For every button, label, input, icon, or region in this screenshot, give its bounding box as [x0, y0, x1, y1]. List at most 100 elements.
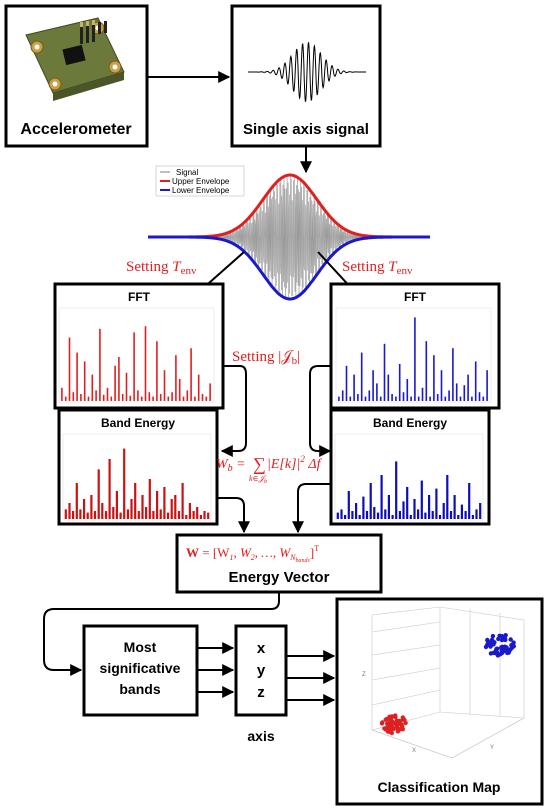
band-right-node: Band Energy	[329, 408, 491, 526]
scatter-point-blue	[502, 636, 508, 641]
legend-signal: Signal	[176, 168, 198, 177]
band-right-bar	[420, 480, 423, 519]
scatter-point-red	[382, 726, 387, 731]
scatter-point-red	[393, 713, 398, 718]
scatter-cluster-blue	[483, 633, 516, 658]
fft-right-bar	[482, 396, 485, 401]
band-right-bar	[464, 511, 467, 519]
most-significative-node: Most significative bands	[82, 624, 199, 717]
band-right-bar	[347, 491, 350, 519]
fft-right-bar	[478, 392, 481, 401]
fft-right-bar	[425, 341, 428, 401]
band-left-bar	[152, 511, 155, 519]
band-left-bar	[203, 511, 206, 519]
fft-right-bar	[368, 390, 371, 401]
band-right-bar	[479, 503, 482, 519]
fft-left-bar	[87, 396, 90, 401]
scatter-point-blue	[500, 644, 505, 649]
fft-right-bar	[357, 394, 359, 401]
fft-right-bar	[402, 392, 405, 401]
fft-right-bar	[360, 352, 363, 401]
band-right-bar	[438, 515, 442, 519]
fft-left-bar	[140, 396, 143, 401]
band-left-bar	[134, 483, 137, 519]
fft-right-bar	[383, 343, 386, 401]
fft-left-bar	[91, 374, 94, 401]
fft-left-bar	[99, 328, 101, 401]
arrow-fft-left-to-band-left	[220, 365, 247, 457]
band-right-bar	[344, 515, 347, 519]
band-left-bar	[188, 503, 191, 519]
fft-left-bar	[175, 355, 177, 401]
fft-right-bar	[474, 361, 477, 401]
arrow-band-left-to-vector	[217, 497, 250, 534]
fft-right-bar	[398, 364, 401, 401]
fft-left-bar	[121, 394, 124, 401]
fft-right-node: FFT	[329, 282, 501, 410]
band-right-bar	[362, 496, 365, 519]
band-left-spectrum	[64, 448, 210, 519]
band-right-title: Band Energy	[373, 416, 447, 430]
scatter-point-blue	[511, 644, 516, 649]
fft-left-bar	[76, 352, 78, 401]
fft-left-title: FFT	[128, 290, 151, 304]
band-left-bar	[137, 511, 140, 519]
fft-right-bar	[349, 396, 352, 401]
axis-z-label: z	[257, 684, 265, 701]
fft-left-bar	[186, 390, 189, 401]
band-left-bar	[170, 499, 173, 519]
band-right-bar	[387, 495, 390, 519]
band-left-bar	[123, 448, 126, 519]
band-left-bar	[68, 503, 71, 519]
scatter-point-red	[399, 722, 404, 727]
band-right-bar	[442, 503, 445, 519]
lower-envelope-line	[148, 235, 430, 301]
fft-left-bar	[133, 332, 135, 401]
svg-text:|E[k]|2 Δf: |E[k]|2 Δf	[267, 454, 323, 472]
fft-right-bar	[391, 394, 393, 401]
setting-tenv-right: Setting Tenv	[342, 259, 413, 277]
fft-left-bar	[110, 396, 113, 401]
band-left-bar	[79, 509, 82, 519]
band-right-bar	[431, 511, 434, 519]
band-right-bar	[460, 504, 463, 519]
band-left-bar	[207, 512, 210, 519]
fft-left-bar	[205, 396, 208, 401]
fft-left-bar	[209, 383, 211, 401]
setting-tenv-left: Setting Tenv	[126, 259, 197, 277]
band-left-bar	[156, 491, 159, 519]
fft-left-bar	[83, 361, 86, 401]
fft-right-bar	[345, 365, 348, 401]
band-left-bar	[192, 511, 195, 519]
fft-right-bar	[376, 383, 378, 401]
arrow-vector-to-bands	[43, 592, 280, 676]
bands-label-line1: Most	[124, 639, 157, 655]
scatter-point-red	[389, 714, 395, 719]
band-right-bar	[355, 503, 358, 519]
scatter-point-blue	[506, 650, 511, 655]
band-left-bar	[86, 512, 89, 519]
fft-left-bar	[68, 337, 71, 401]
scatter-point-blue	[488, 651, 494, 656]
fft-left-bar	[144, 326, 147, 401]
band-left-bar	[83, 499, 86, 519]
arrow-fft-right-to-band-right	[309, 365, 332, 457]
signal-node: Single axis signal	[230, 4, 382, 148]
band-right-spectrum	[336, 461, 482, 519]
fft-left-bar	[148, 392, 151, 401]
fft-right-bar	[421, 387, 424, 401]
band-right-bar	[380, 475, 383, 519]
fft-right-bar	[455, 383, 458, 401]
fft-right-bar	[440, 370, 443, 401]
fft-right-title: FFT	[404, 290, 427, 304]
scatter-x-axis-label: X	[412, 748, 416, 754]
fft-right-bar	[452, 348, 454, 401]
scatter-point-blue	[511, 640, 516, 645]
signal-label: Single axis signal	[243, 121, 369, 138]
scatter-point-blue	[485, 642, 490, 647]
fft-right-bar	[463, 385, 466, 401]
fft-right-bar	[387, 374, 390, 401]
scatter-point-blue	[485, 637, 490, 643]
band-left-bar	[126, 509, 129, 519]
band-right-bar	[449, 511, 453, 519]
